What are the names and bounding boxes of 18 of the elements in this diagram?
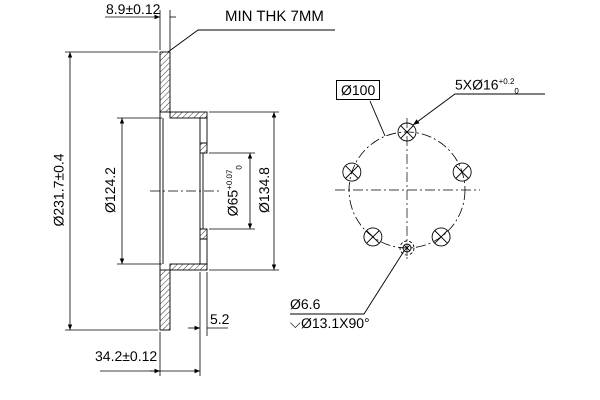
dimension-text: 5.2: [210, 311, 230, 327]
callout-box: Ø100: [336, 80, 380, 100]
dimension-text: Ø134.8: [256, 167, 272, 213]
note-text: MIN THK 7MM: [225, 9, 324, 25]
leader-line: [412, 94, 546, 126]
leader-line: [168, 30, 336, 52]
leader-line: [290, 250, 404, 314]
dimension-text: Ø124.2: [102, 167, 118, 213]
small-hole: [400, 240, 414, 256]
leader-line: [370, 100, 386, 136]
dimension-text: Ø231.7±0.4: [50, 153, 66, 227]
dimension-text: 34.2±0.12: [95, 348, 158, 364]
dimension-text: 8.9±0.12: [106, 1, 160, 17]
bolt-circle: [348, 132, 466, 248]
note-text: Ø6.6: [290, 296, 322, 312]
disc-section-drawing: [160, 52, 208, 330]
bolt-hole: [398, 122, 416, 142]
note-text: ⌵Ø13.1X90°: [290, 315, 370, 331]
